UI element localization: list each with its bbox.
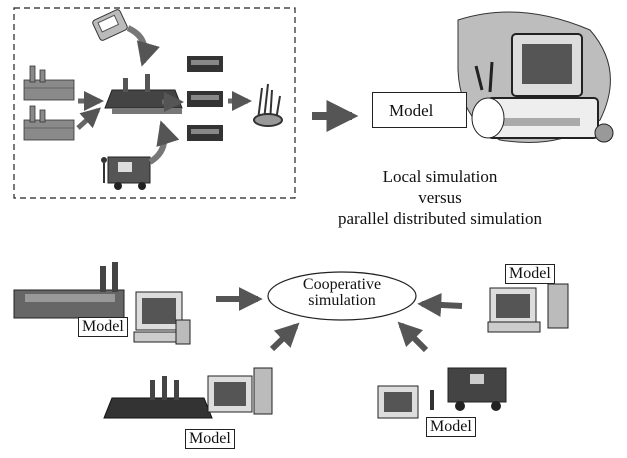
computer-icon	[487, 283, 569, 333]
plant-computer-icon	[103, 367, 273, 419]
cooperative-line-1: Cooperative	[302, 276, 382, 293]
factory-icon	[23, 105, 75, 141]
computer-model-text: Model	[509, 265, 551, 282]
cooperative-label: Cooperative simulation	[268, 277, 416, 309]
factory-model-text: Model	[82, 318, 124, 335]
truck-model-text: Model	[430, 418, 472, 435]
local-simulation-box	[13, 7, 296, 199]
top-model-text: Model	[389, 101, 434, 120]
machine-icon	[187, 56, 223, 72]
factory-model-label: Model	[78, 317, 128, 337]
cooperative-arrows	[216, 287, 463, 353]
truck-computer-icon	[377, 367, 507, 419]
caption: Local simulation versus parallel distrib…	[300, 166, 580, 229]
cooperative-ellipse	[267, 271, 417, 321]
curved-arrow	[148, 120, 180, 165]
caption-line-2: versus	[418, 188, 462, 207]
plant-model-label: Model	[185, 429, 235, 449]
cooperative-line-2: simulation	[308, 292, 376, 309]
truck-model-label: Model	[426, 417, 476, 437]
caption-line-3: parallel distributed simulation	[338, 209, 542, 228]
machine-icon	[187, 125, 223, 141]
caption-line-1: Local simulation	[382, 167, 498, 186]
computer-clipart-icon	[457, 11, 614, 143]
computer-model-label: Model	[505, 264, 555, 284]
machine-icon	[187, 91, 223, 107]
truck-icon	[101, 156, 151, 190]
curved-arrow	[126, 25, 160, 67]
factory-icon	[23, 65, 75, 101]
factory-computer-icon	[13, 262, 191, 345]
flow-arrow	[76, 91, 104, 130]
plant-model-text: Model	[189, 430, 231, 447]
plant-hub-icon	[104, 74, 183, 114]
top-model-label: Model	[372, 92, 467, 128]
tools-icon	[253, 83, 283, 127]
device-icon	[92, 9, 128, 41]
